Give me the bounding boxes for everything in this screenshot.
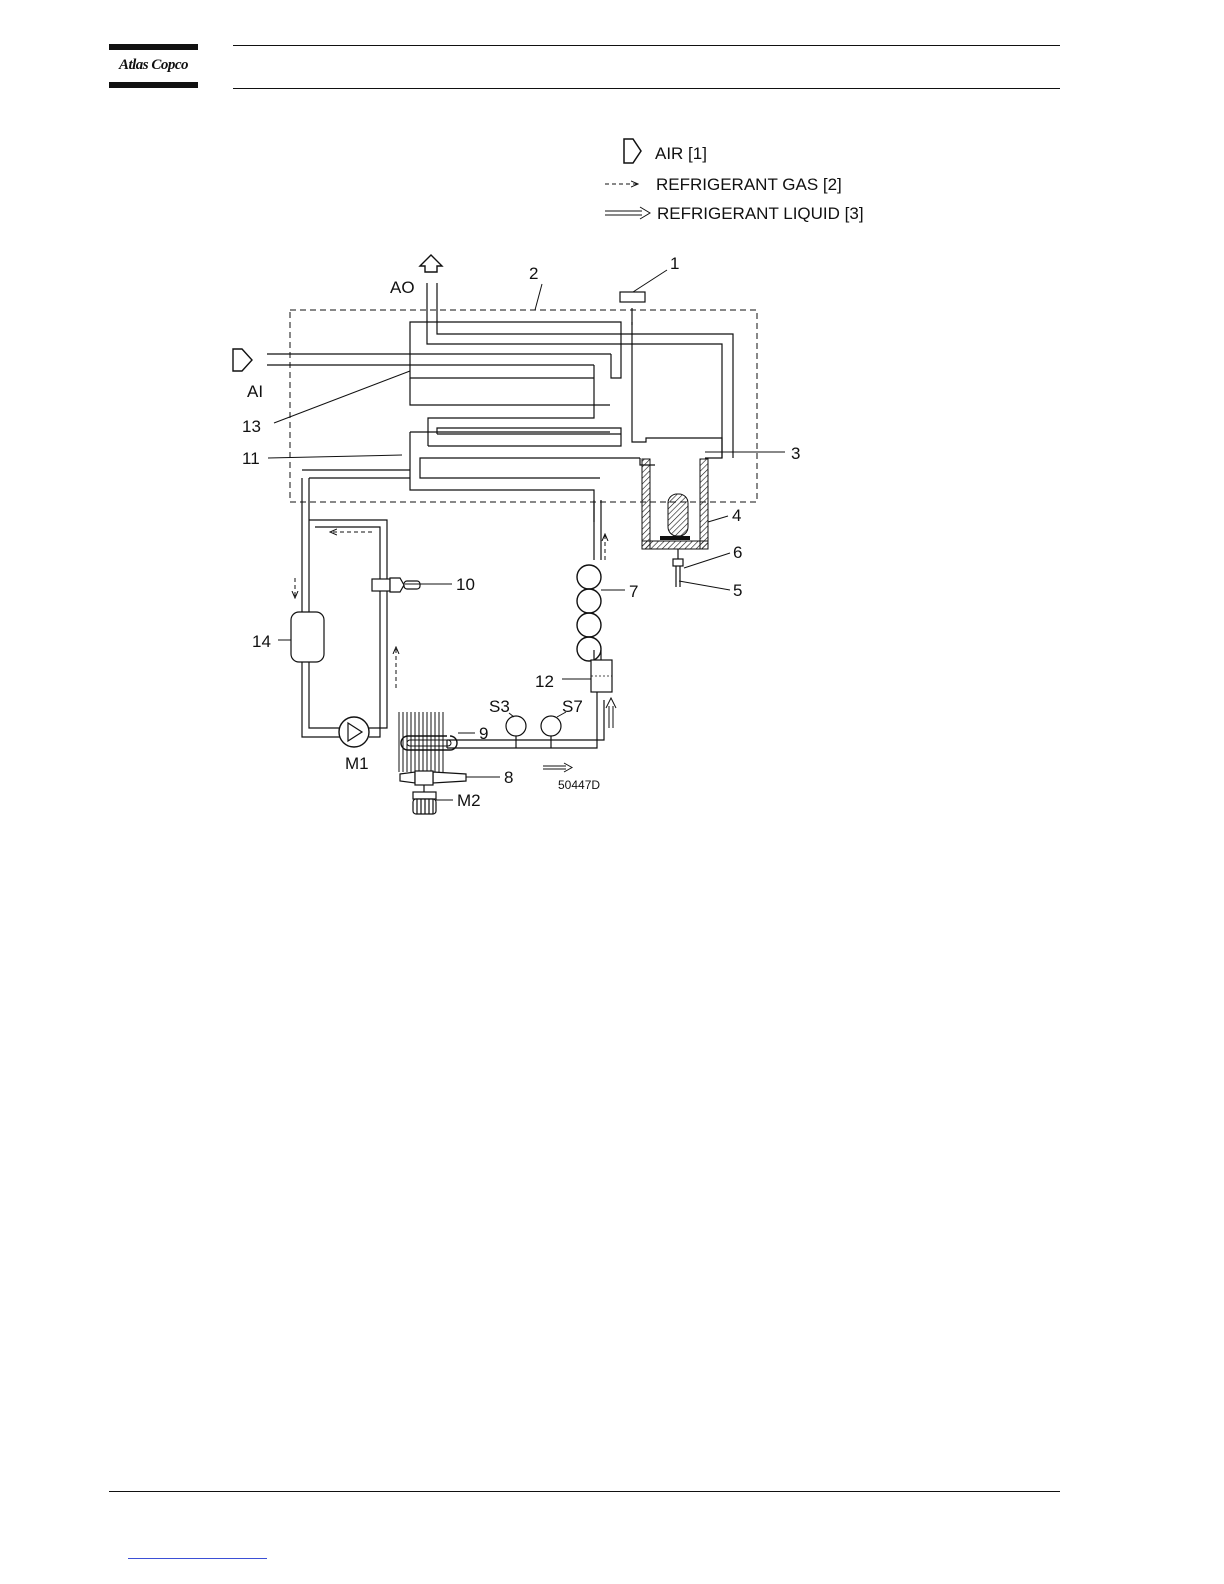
callout-7: 7 xyxy=(629,582,638,601)
callout-11: 11 xyxy=(242,449,260,468)
condensate-separator xyxy=(642,459,708,587)
air-piping xyxy=(267,283,733,522)
fan-motor-m2 xyxy=(413,792,436,814)
legend-gas-label: REFRIGERANT GAS [2] xyxy=(656,175,842,194)
callout-10: 10 xyxy=(456,575,475,594)
callout-13: 13 xyxy=(242,417,261,436)
liquid-flow-arrow-right xyxy=(606,698,616,728)
label-s3: S3 xyxy=(489,697,510,716)
air-inlet-label: AI xyxy=(247,382,263,401)
liquid-flow-arrow-bottom xyxy=(543,763,572,772)
legend-air-label: AIR [1] xyxy=(655,144,707,163)
legend: AIR [1] REFRIGERANT GAS [2] REFRIGERANT … xyxy=(605,139,864,223)
callout-8: 8 xyxy=(504,768,513,787)
temperature-sensor-1 xyxy=(620,292,645,302)
label-m1: M1 xyxy=(345,754,369,773)
legend-liquid-label: REFRIGERANT LIQUID [3] xyxy=(657,204,864,223)
callout-3: 3 xyxy=(791,444,800,463)
callout-5: 5 xyxy=(733,581,742,600)
dryer-enclosure-dashed xyxy=(290,310,757,502)
callout-1: 1 xyxy=(670,254,679,273)
condenser-9 xyxy=(399,712,457,772)
condenser-fan-8 xyxy=(400,771,466,792)
refrigerant-circuit xyxy=(302,470,604,748)
liquid-separator-14 xyxy=(291,612,324,662)
capillary-tube-7 xyxy=(577,565,601,661)
label-m2: M2 xyxy=(457,791,481,810)
callout-4: 4 xyxy=(732,506,741,525)
pressure-switch-s7 xyxy=(541,716,561,736)
label-s7: S7 xyxy=(562,697,583,716)
air-outlet-arrow-icon xyxy=(420,255,442,272)
callout-9: 9 xyxy=(479,724,488,743)
callout-12: 12 xyxy=(535,672,554,691)
air-inlet-arrow-icon xyxy=(233,349,252,371)
liquid-double-arrow-icon xyxy=(605,207,650,219)
callout-6: 6 xyxy=(733,543,742,562)
drain-valve-6 xyxy=(673,559,683,566)
pressure-switch-s3 xyxy=(506,716,526,736)
air-outlet-label: AO xyxy=(390,278,415,297)
footer-rule xyxy=(109,1491,1060,1492)
drain-filter-element xyxy=(668,494,688,536)
footer-link-underline[interactable] xyxy=(128,1558,267,1559)
compressor-m1 xyxy=(339,717,369,747)
figure-code: 50447D xyxy=(558,778,600,792)
air-arrow-icon xyxy=(624,139,641,163)
callout-2: 2 xyxy=(529,264,538,283)
bypass-valve-10 xyxy=(372,578,420,592)
callout-14: 14 xyxy=(252,632,271,651)
